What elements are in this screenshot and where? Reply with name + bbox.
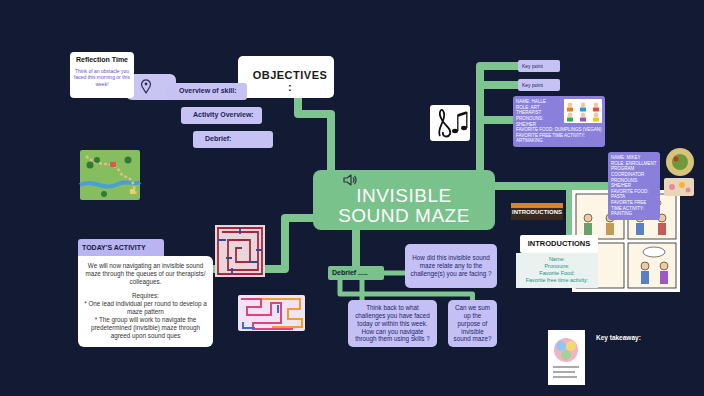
key-point-box: Key point [518, 79, 560, 91]
thumbnail-picture [511, 203, 563, 220]
objective-item: Activity Overview: [181, 107, 262, 124]
introductions-fields: Name:Pronouns:Favorite Food:Favorite fre… [516, 253, 598, 288]
node-text: Key point [522, 63, 556, 69]
question-box: How did this invisible sound maze relate… [405, 244, 497, 288]
node-body-text: Favorite Food: [519, 270, 595, 277]
activity-card: TODAY'S ACTIVITY We will now navigating a… [78, 239, 213, 347]
branch-connector [495, 186, 570, 235]
map-picture [80, 150, 140, 200]
node-body-text: * The group will work to navigate the pr… [84, 316, 207, 341]
profile-box: NAME: MIKEYROLE: ENROLLMENT PROGRAM COOR… [608, 152, 660, 220]
node-text: How did this invisible sound maze relate… [409, 254, 493, 278]
branch-connector [298, 98, 331, 170]
debrief-branch: Debrief ..... [328, 266, 384, 280]
node-text: Overview of skill: [179, 87, 243, 95]
thumbnail-title: INTRODUCTIONS [511, 203, 563, 220]
objectives-card: OBJECTIVES : [238, 56, 334, 98]
node-text: Activity Overview: [193, 111, 258, 119]
node-text: NAME: MIKEY [611, 155, 657, 161]
node-body-text: PRONOUNS: SHE/HER [516, 116, 602, 127]
node-body-text: FAVORITE FREE TIME ACTIVITY: ARTMAKING [516, 133, 602, 144]
question-box: Think back to what challenges you have f… [348, 300, 437, 347]
node-text: Name: [519, 256, 595, 263]
node-body-text: Think of an obstacle you faced this morn… [73, 68, 131, 87]
node-body-text: Requires: [84, 292, 207, 300]
node-body-text: We will now navigating an invisible soun… [84, 262, 207, 287]
introductions-header: INTRODUCTIONS [520, 235, 598, 253]
node-body-text: FAVORITE FOOD: DUMPLINGS (VEGAN) [516, 127, 602, 133]
node-text: OBJECTIVES : [250, 69, 330, 93]
objective-item: Debrief: [193, 131, 273, 148]
node-body-text: ROLE: ENROLLMENT PROGRAM COORDINATOR [611, 161, 657, 178]
node-text: INTRODUCTIONS [523, 239, 595, 248]
node-text: Debrief: [205, 135, 269, 143]
takeaway-heading: Key takeaway: [596, 334, 658, 344]
key-point-box: Key point [518, 60, 560, 72]
music-note-picture [430, 105, 470, 141]
node-text: INVISIBLE SOUND MAZE [319, 186, 489, 226]
node-text: Debrief ..... [332, 269, 380, 276]
reflection-card: Reflection TimeThink of an obstacle you … [70, 52, 134, 98]
node-text: NAME: HALLE [516, 99, 602, 105]
branch-connector [352, 230, 360, 266]
food-picture [664, 148, 694, 196]
node-body-text: * One lead individual per round to devel… [84, 300, 207, 316]
brain-picture [548, 330, 585, 385]
speaker-icon [342, 172, 358, 188]
people-picture [564, 99, 602, 123]
branch-connector [384, 271, 405, 276]
objective-item: Overview of skill: [167, 83, 247, 100]
node-text: Can we sum up the purpose of invisible s… [452, 304, 493, 343]
node-body-text: ROLE: ART THERAPIST [516, 105, 602, 116]
maze-picture [215, 225, 265, 277]
node-body-text: FAVORITE FOOD: PASTA [611, 189, 657, 200]
profile-box: NAME: HALLEROLE: ART THERAPISTPRONOUNS: … [513, 96, 605, 147]
node-body-text: Favorite free time activity: [519, 277, 595, 284]
node-text: Key point [522, 82, 556, 88]
branch-connector [360, 280, 365, 300]
node-body-text: PRONOUNS: SHE/HER [611, 178, 657, 189]
node-body-text: Pronouns: [519, 263, 595, 270]
maze-picture [238, 295, 305, 331]
node-text: Think back to what challenges you have f… [352, 304, 433, 343]
node-text: TODAY'S ACTIVITY [82, 244, 160, 251]
question-box: Can we sum up the purpose of invisible s… [448, 300, 497, 347]
title-box: INVISIBLE SOUND MAZE [313, 170, 495, 230]
activity-panel: We will now navigating an invisible soun… [78, 256, 213, 347]
branch-connector [480, 120, 513, 170]
tab-header: TODAY'S ACTIVITY [78, 239, 164, 256]
node-text: Reflection Time [73, 56, 131, 63]
node-body-text: FAVORITE FREE TIME ACTIVITY: PAINTING [611, 200, 657, 217]
